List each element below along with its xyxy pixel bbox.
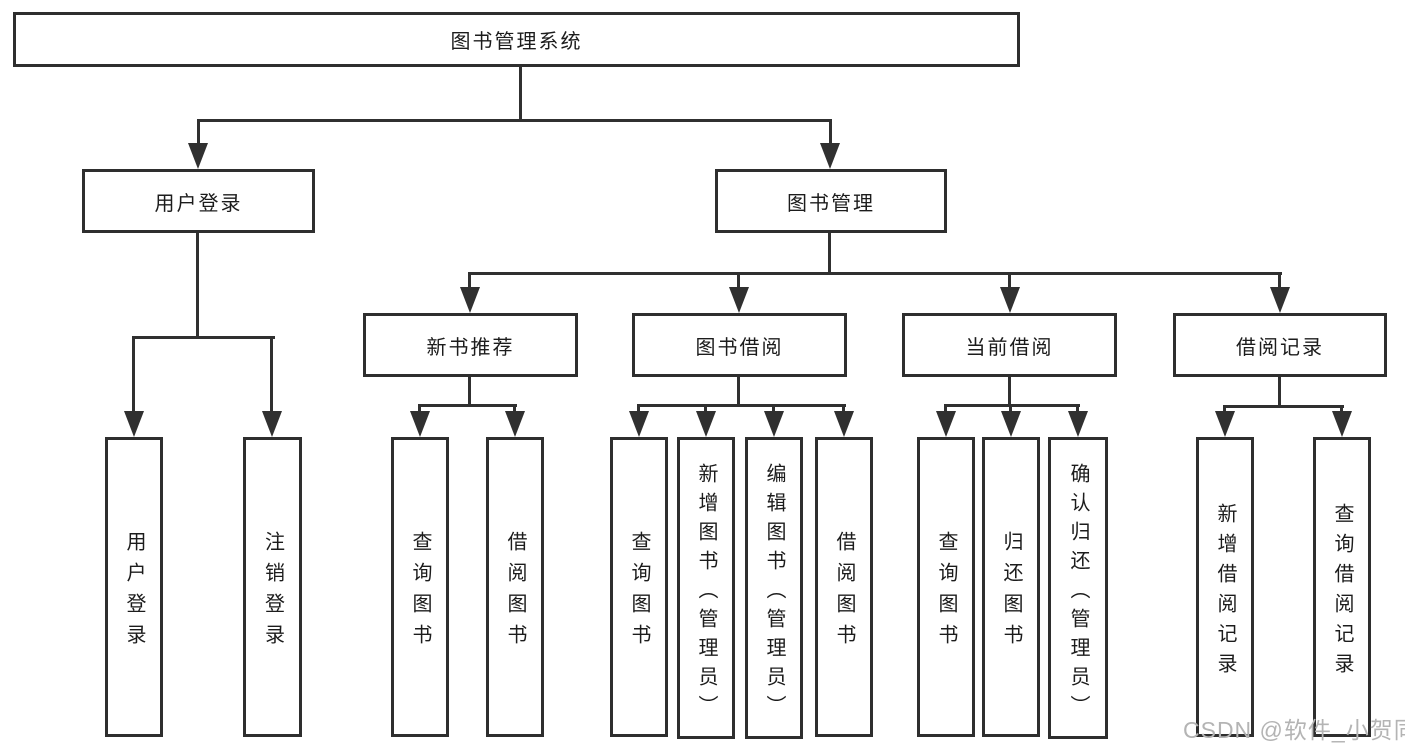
arrow-down-icon (834, 411, 854, 437)
node-label: 新书推荐 (426, 336, 515, 359)
node-add-book-admin: 新增图书（管理员） (677, 437, 735, 739)
connector-book-mgmt-rail (468, 272, 1282, 275)
node-borrow-books: 借阅图书 (815, 437, 873, 737)
connector-book-mgmt-drop (829, 119, 832, 146)
node-return-book: 归还图书 (982, 437, 1040, 737)
arrow-down-icon (764, 411, 784, 437)
connector-user-login-rail (132, 336, 275, 339)
arrow-down-icon (410, 411, 430, 437)
node-label: 当前借阅 (965, 336, 1054, 359)
connector-drop (704, 404, 707, 414)
connector-root-rail (197, 119, 832, 122)
connector-borrowing-rail (637, 404, 846, 407)
connector-newbook-drop (468, 272, 471, 290)
node-book-management: 图书管理 (715, 169, 947, 233)
node-label: 编辑图书（管理员） (763, 463, 785, 724)
connector-current-drop (1008, 272, 1011, 290)
arrow-down-icon (629, 411, 649, 437)
arrow-down-icon (936, 411, 956, 437)
connector-newbook-rail (418, 404, 517, 407)
connector-user-login-stem (196, 231, 199, 338)
node-query-borrow-record: 查询借阅记录 (1313, 437, 1371, 737)
arrow-down-icon (729, 287, 749, 313)
connector-drop (772, 404, 775, 414)
connector-borrowing-drop (737, 272, 740, 290)
arrow-down-icon (460, 287, 480, 313)
connector-borrowing-stem (737, 375, 740, 406)
arrow-down-icon (1068, 411, 1088, 437)
connector-drop (842, 404, 845, 414)
node-edit-book-admin: 编辑图书（管理员） (745, 437, 803, 739)
node-current-borrowing: 当前借阅 (902, 313, 1117, 377)
node-label: 查询借阅记录 (1331, 502, 1353, 683)
node-new-book-recommendation: 新书推荐 (363, 313, 578, 377)
connector-drop (637, 404, 640, 414)
connector-records-drop (1278, 272, 1281, 290)
node-label: 归还图书 (1000, 530, 1022, 655)
node-label: 确认归还（管理员） (1067, 463, 1089, 724)
connector-newbook-stem (468, 375, 471, 406)
node-query-books-borrowing: 查询图书 (610, 437, 668, 737)
connector-drop (1009, 404, 1012, 414)
arrow-down-icon (124, 411, 144, 437)
arrow-down-icon (1270, 287, 1290, 313)
node-label: 图书借阅 (695, 336, 784, 359)
connector-drop (1340, 405, 1343, 414)
arrow-down-icon (188, 143, 208, 169)
node-user-login-leaf: 用户登录 (105, 437, 163, 737)
arrow-down-icon (820, 143, 840, 169)
node-label: 借阅图书 (833, 530, 855, 655)
connector-drop (944, 404, 947, 414)
node-label: 注销登录 (261, 530, 284, 655)
arrow-down-icon (1332, 411, 1352, 437)
node-label: 图书管理系统 (450, 31, 583, 53)
node-book-borrowing: 图书借阅 (632, 313, 847, 377)
connector-current-stem (1008, 375, 1011, 406)
connector-book-mgmt-stem (828, 231, 831, 275)
node-label: 图书管理 (787, 192, 875, 215)
arrow-down-icon (505, 411, 525, 437)
node-label: 查询图书 (935, 530, 957, 655)
connector-drop (1076, 404, 1079, 414)
connector-user-login-drop (197, 119, 200, 146)
connector-drop (513, 404, 516, 414)
arrow-down-icon (1001, 411, 1021, 437)
node-library-management-system: 图书管理系统 (13, 12, 1020, 67)
arrow-down-icon (1000, 287, 1020, 313)
connector-login-drop (132, 336, 135, 413)
node-add-borrow-record: 新增借阅记录 (1196, 437, 1254, 737)
connector-logout-drop (270, 336, 273, 413)
node-label: 查询图书 (628, 530, 650, 655)
connector-drop (418, 404, 421, 414)
arrow-down-icon (262, 411, 282, 437)
node-label: 用户登录 (123, 530, 145, 655)
connector-root-stem (519, 64, 522, 122)
node-borrow-books-recommend: 借阅图书 (486, 437, 544, 737)
node-label: 新增图书（管理员） (695, 463, 717, 724)
node-label: 新增借阅记录 (1214, 502, 1236, 683)
node-query-books-current: 查询图书 (917, 437, 975, 737)
node-label: 用户登录 (154, 192, 243, 215)
node-label: 查询图书 (409, 530, 431, 655)
connector-records-rail (1223, 405, 1344, 408)
node-borrowing-records: 借阅记录 (1173, 313, 1387, 377)
node-confirm-return-admin: 确认归还（管理员） (1048, 437, 1108, 739)
arrow-down-icon (696, 411, 716, 437)
node-user-login: 用户登录 (82, 169, 315, 233)
node-logout: 注销登录 (243, 437, 302, 737)
node-query-books-recommend: 查询图书 (391, 437, 449, 737)
arrow-down-icon (1215, 411, 1235, 437)
node-label: 借阅图书 (504, 530, 526, 655)
connector-records-stem (1278, 375, 1281, 408)
connector-drop (1223, 405, 1226, 414)
node-label: 借阅记录 (1236, 336, 1324, 359)
connector-current-rail (944, 404, 1080, 407)
csdn-watermark: CSDN @软件_小贺同学 (1183, 717, 1405, 743)
